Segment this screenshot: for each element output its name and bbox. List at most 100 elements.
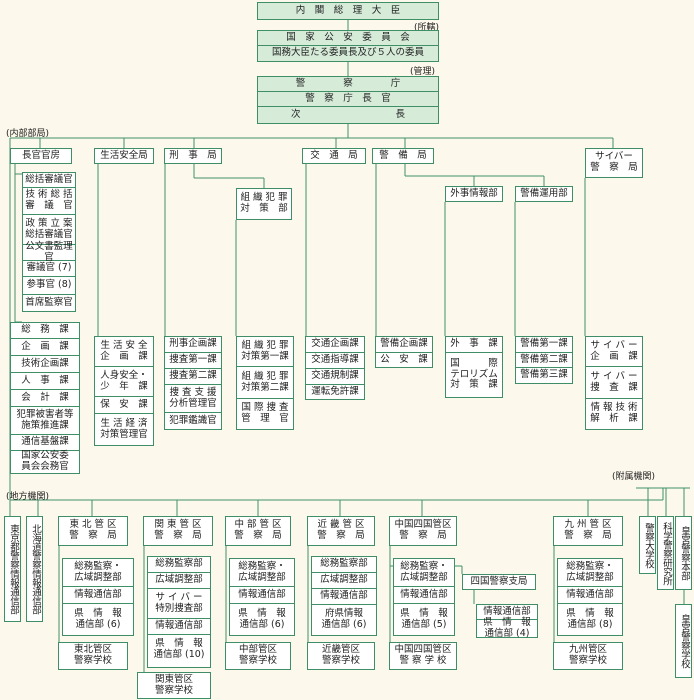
division-item: 人身安全・ 少 年 課	[95, 367, 153, 397]
unit-item: 情報通信部	[394, 587, 454, 604]
region-school: 東北管区 警察学校	[58, 642, 128, 670]
police-academy: 警察大学校	[639, 516, 656, 574]
hokkaido-comm-box: 北海道警察情報通信部	[26, 516, 43, 622]
chokan-officers: 総括審議官 技 術 総 括 審 議 官 政 策 立 案 総括審議官 公文書監理官…	[22, 172, 76, 312]
division-item: 外 事 課	[446, 337, 502, 353]
commissioner-title: 警 察 庁 長 官	[258, 92, 438, 107]
region-bureau: 中国四国管区 警 察 局	[389, 516, 457, 546]
management-label: (管理)	[410, 67, 436, 77]
region-school: 中国四国管区 警 察 学 校	[389, 642, 457, 670]
unit-item: 県 情 報 通信部 (6)	[74, 607, 122, 630]
region-school: 近畿管区 警察学校	[307, 642, 375, 670]
officer-item: 審議官 (7)	[23, 261, 75, 277]
deputy-title: 次 長	[290, 108, 405, 120]
division-item: 企 画 課	[11, 339, 79, 356]
unit-item: 総務監察部	[148, 557, 210, 573]
region-bureau: 東 北 管 区 警 察 局	[58, 516, 128, 546]
seikatsu-divisions: 生 活 安 全 企 画 課 人身安全・ 少 年 課 保 安 課 生 活 経 済 …	[94, 336, 154, 446]
commission-members: 国務大臣たる委員長及び５人の委員	[271, 47, 424, 59]
region-school: 関東管区 警察学校	[137, 672, 211, 699]
npa-title: 警 察 庁	[258, 77, 438, 92]
imperial-guard-school: 皇宮警察学校	[675, 604, 692, 678]
unit-item: 広域調整部	[148, 573, 210, 589]
division-item: 交通企画課	[306, 337, 364, 353]
unit-item: 総務監察・ 広域調整部	[63, 559, 133, 587]
region-units: 総務監察部 広域調整部 情報通信部 府県情報 通信部 (6)	[311, 556, 377, 636]
shikoku-units: 情報通信部 県 情 報 通信部 (4)	[476, 604, 538, 638]
attached-organs-label: (附属機関)	[612, 472, 656, 482]
unit-item: 総務監察・ 広域調整部	[230, 559, 294, 587]
prime-minister-box: 内 閣 総 理 大 臣	[257, 2, 439, 20]
officer-item: 参事官 (8)	[23, 277, 75, 295]
region-units: 総務監察・ 広域調整部 情報通信部 県 情 報 通信部 (5)	[393, 558, 455, 636]
commission-title: 国 家 公 安 委 員 会	[258, 31, 438, 46]
division-item: 刑事企画課	[165, 337, 221, 353]
dept-soshiki: 組 織 犯 罪 対 策 部	[236, 188, 292, 220]
unit-item: 情報通信部	[477, 605, 537, 620]
soshiki-divisions: 組 織 犯 罪 対策第一課 組 織 犯 罪 対策第二課 国 際 捜 査 管 理 …	[236, 336, 294, 430]
division-item: サ イ バ ー 企 画 課	[586, 337, 642, 367]
dept-gaiji: 外事情報部	[445, 186, 503, 202]
police-science-institute: 科学警察研究所	[657, 516, 674, 590]
regional-organs-label: (地方機関)	[6, 492, 50, 502]
region-bureau: 近 畿 管 区 警 察 局	[307, 516, 375, 546]
unit-item: 広域調整部	[312, 573, 376, 589]
division-item: 警備第二課	[516, 353, 572, 368]
imperial-guard-hq: 皇宮警察本部	[675, 516, 692, 590]
dept-keibiunyo: 警備運用部	[515, 186, 573, 202]
region-school: 九州管区 警察学校	[553, 642, 623, 670]
division-item: サ イ バ ー 捜 査 課	[586, 367, 642, 399]
division-item: 組 織 犯 罪 対策第一課	[237, 337, 293, 367]
officer-item: 総括審議官	[23, 173, 75, 188]
keibiunyo-divisions: 警備第一課 警備第二課 警備第三課	[515, 336, 573, 384]
division-item: 組 織 犯 罪 対策第二課	[237, 367, 293, 399]
division-item: 捜 査 支 援 分析管理官	[165, 385, 221, 413]
division-item: 犯罪被害者等 施策推進課	[11, 407, 79, 435]
unit-item: 総務監察部	[312, 557, 376, 573]
division-item: 生 活 安 全 企 画 課	[95, 337, 153, 367]
internal-bureaus-label: (内部部局)	[6, 129, 50, 139]
region-units: 総務監察・ 広域調整部 情報通信部 県 情 報 通信部 (6)	[62, 558, 134, 636]
division-item: 警備第三課	[520, 369, 568, 381]
unit-item: 情報通信部	[558, 587, 622, 604]
tokyo-comm-box: 東京都警察情報通信部	[4, 516, 21, 622]
bureau-seikatsu: 生活安全局	[94, 148, 154, 164]
unit-item: 県 情 報 通信部 (6)	[238, 607, 286, 630]
chokan-divisions: 総 務 課 企 画 課 技術企画課 人 事 課 会 計 課 犯罪被害者等 施策推…	[10, 322, 80, 474]
unit-item: 情報通信部	[148, 619, 210, 635]
region-units: 総務監察・ 広域調整部 情報通信部 県 情 報 通信部 (8)	[557, 558, 623, 636]
unit-item: 情報通信部	[230, 587, 294, 604]
bureau-chokan: 長官官房	[10, 148, 72, 164]
bureau-keibi: 警 備 局	[372, 148, 434, 164]
division-item: 人 事 課	[11, 373, 79, 390]
division-item: 捜査第一課	[165, 353, 221, 369]
region-units: 総務監察・ 広域調整部 情報通信部 県 情 報 通信部 (6)	[229, 558, 295, 636]
division-item: 会 計 課	[11, 390, 79, 407]
division-item: 警備企画課	[376, 337, 432, 353]
keiji-divisions: 刑事企画課 捜査第一課 捜査第二課 捜 査 支 援 分析管理官 犯罪鑑識官	[164, 336, 222, 430]
bureau-cyber: サイバー 警 察 局	[585, 148, 643, 178]
division-item: 情 報 技 術 解 析 課	[590, 402, 638, 424]
unit-item: 府県情報 通信部 (6)	[321, 608, 367, 630]
jurisdiction-label: (所轄)	[414, 23, 440, 33]
division-item: 国 際 テロリズム 対 策 課	[450, 357, 498, 391]
officer-item: 首席監察官	[25, 296, 73, 308]
division-item: 公 安 課	[380, 353, 428, 365]
cyber-divisions: サ イ バ ー 企 画 課 サ イ バ ー 捜 査 課 情 報 技 術 解 析 …	[585, 336, 643, 430]
region-bureau: 九 州 管 区 警 察 局	[553, 516, 623, 546]
division-item: 国家公安委 員会会務官	[21, 450, 69, 472]
region-units: 総務監察部 広域調整部 サ イ バ ー 特別捜査部 情報通信部 県 情 報 通信…	[147, 556, 211, 668]
unit-item: 県 情 報 通信部 (5)	[400, 607, 448, 630]
shikoku-branch: 四国警察支局	[462, 574, 536, 590]
unit-item: 総務監察・ 広域調整部	[394, 559, 454, 587]
unit-item: 総務監察・ 広域調整部	[558, 559, 622, 587]
division-item: 捜査第二課	[165, 369, 221, 385]
unit-item: 情報通信部	[63, 587, 133, 604]
bureau-kotsu: 交 通 局	[302, 148, 366, 164]
unit-item: 県 情 報 通信部 (8)	[566, 607, 614, 630]
commission-box: 国 家 公 安 委 員 会 国務大臣たる委員長及び５人の委員	[257, 30, 439, 62]
division-item: 保 安 課	[95, 397, 153, 414]
division-item: 運転免許課	[311, 385, 359, 397]
division-item: 通信基盤課	[11, 435, 79, 451]
